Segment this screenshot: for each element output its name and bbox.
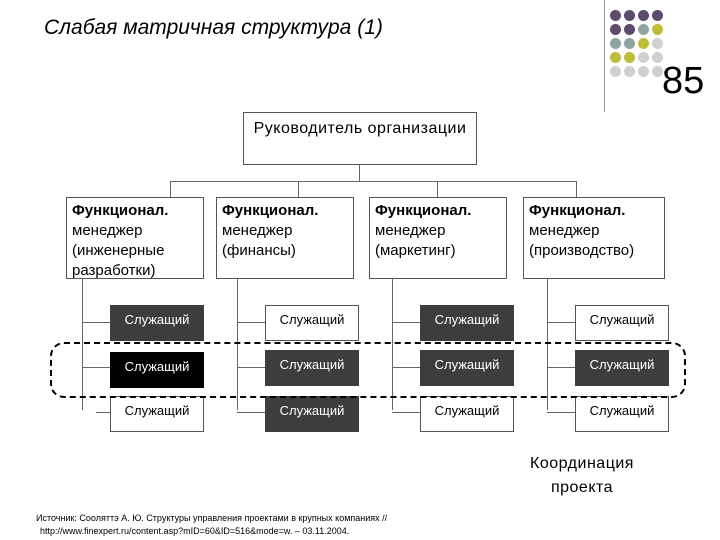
stub — [392, 367, 420, 368]
decor-dot — [624, 52, 635, 63]
manager-area: (производство) — [529, 242, 635, 259]
decor-dot — [624, 10, 635, 21]
manager-role: менеджер — [529, 222, 600, 239]
manager-box-finance: Функционал. менеджер (финансы) — [216, 197, 354, 279]
stub — [392, 322, 420, 323]
stub — [82, 367, 110, 368]
decor-dot — [652, 10, 663, 21]
decor-dot — [652, 24, 663, 35]
manager-role: менеджер — [375, 222, 446, 239]
connector-drop-3 — [437, 181, 438, 197]
stub — [237, 412, 265, 413]
spine-4 — [547, 279, 548, 410]
employee-box: Служащий — [420, 305, 514, 341]
page-number: 85 — [662, 60, 705, 102]
stub — [237, 322, 265, 323]
manager-area: (инженерные разработки) — [72, 242, 165, 279]
employee-box: Служащий — [265, 305, 359, 341]
decor-dot — [638, 24, 649, 35]
connector-drop-2 — [298, 181, 299, 197]
decor-divider — [604, 0, 605, 112]
decor-dot — [610, 66, 621, 77]
manager-area: (маркетинг) — [375, 242, 456, 259]
decor-dot — [610, 52, 621, 63]
employee-box: Служащий — [110, 352, 204, 388]
decor-dot — [610, 24, 621, 35]
employee-box: Служащий — [420, 350, 514, 386]
connector-horizontal — [170, 181, 576, 182]
manager-title: Функционал. — [72, 202, 169, 219]
decor-dot — [624, 24, 635, 35]
stub — [392, 412, 420, 413]
decor-dot — [638, 66, 649, 77]
employee-box: Служащий — [110, 396, 204, 432]
manager-box-production: Функционал. менеджер (производство) — [523, 197, 665, 279]
connector-head-down — [359, 165, 360, 181]
decor-dot — [610, 38, 621, 49]
spine-2 — [237, 279, 238, 410]
employee-box: Служащий — [110, 305, 204, 341]
spine-1 — [82, 279, 83, 410]
stub — [96, 412, 110, 413]
manager-box-marketing: Функционал. менеджер (маркетинг) — [369, 197, 507, 279]
decor-dot — [624, 38, 635, 49]
stub — [82, 322, 110, 323]
decor-dot — [624, 66, 635, 77]
employee-box: Служащий — [265, 350, 359, 386]
project-coordination-outline — [50, 342, 686, 398]
dot-grid-decoration — [610, 10, 672, 90]
employee-box: Служащий — [575, 350, 669, 386]
decor-dot — [652, 52, 663, 63]
decor-dot — [638, 10, 649, 21]
connector-drop-4 — [576, 181, 577, 197]
manager-title: Функционал. — [222, 202, 319, 219]
decor-dot — [638, 38, 649, 49]
decor-dot — [638, 52, 649, 63]
manager-box-engineering: Функционал. менеджер (инженерные разрабо… — [66, 197, 204, 279]
decor-dot — [652, 38, 663, 49]
manager-role: менеджер — [222, 222, 293, 239]
employee-box: Служащий — [575, 305, 669, 341]
source-note: Источник: Сооляттэ А. Ю. Структуры управ… — [36, 512, 387, 538]
stub — [547, 412, 575, 413]
stub — [547, 367, 575, 368]
employee-box: Служащий — [265, 396, 359, 432]
manager-role: менеджер — [72, 222, 143, 239]
employee-box: Служащий — [420, 396, 514, 432]
stub — [237, 367, 265, 368]
coordination-label: Координация проекта — [530, 455, 634, 496]
stub — [547, 322, 575, 323]
spine-3 — [392, 279, 393, 410]
employee-box: Служащий — [575, 396, 669, 432]
decor-dot — [610, 10, 621, 21]
slide-title: Слабая матричная структура (1) — [44, 16, 383, 39]
manager-area: (финансы) — [222, 242, 296, 259]
decor-dot — [652, 66, 663, 77]
source-line-2: http://www.finexpert.ru/content.asp?mID=… — [40, 526, 350, 536]
source-line-1: Источник: Сооляттэ А. Ю. Структуры управ… — [36, 513, 388, 523]
org-head-box: Руководитель организации — [243, 112, 477, 165]
manager-title: Функционал. — [375, 202, 472, 219]
manager-title: Функционал. — [529, 202, 626, 219]
connector-drop-1 — [170, 181, 171, 197]
